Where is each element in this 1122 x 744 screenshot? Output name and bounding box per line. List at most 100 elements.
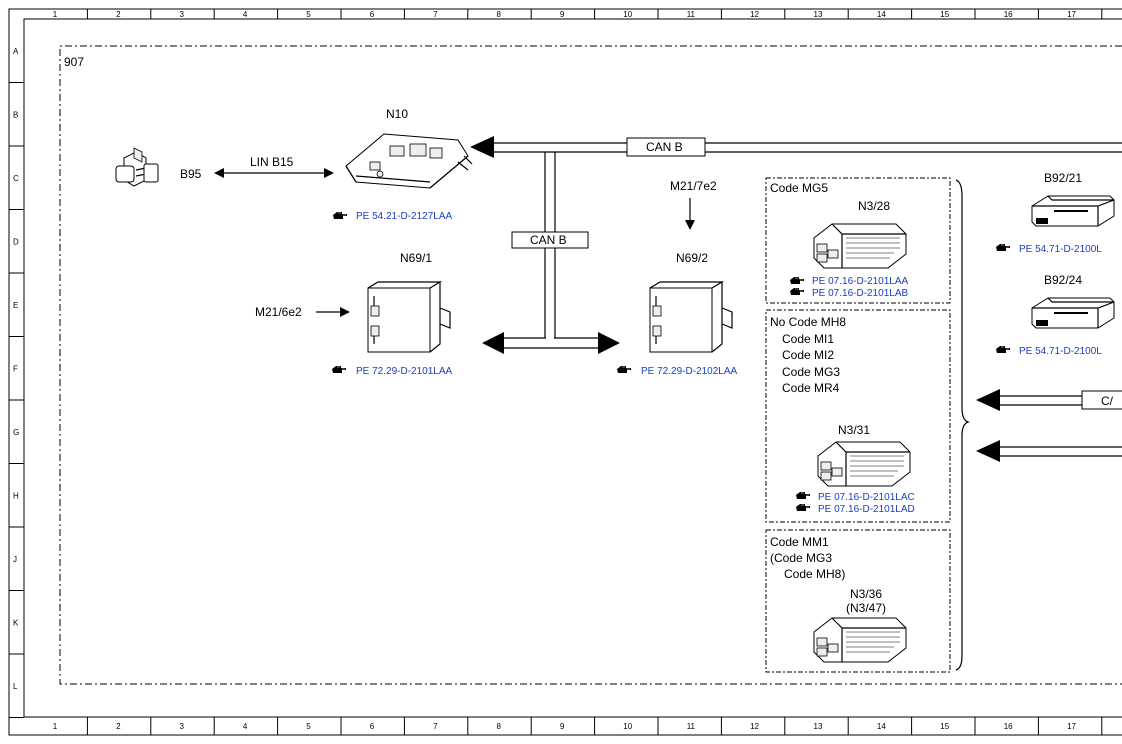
n69-2-ref-icon bbox=[616, 365, 632, 374]
code-mm1-title: Code MM1 bbox=[770, 535, 829, 549]
column-tick-top: 16 bbox=[1004, 10, 1013, 19]
column-tick-bottom: 14 bbox=[877, 722, 886, 731]
row-tick: J bbox=[13, 555, 17, 564]
row-tick: A bbox=[13, 47, 19, 56]
column-tick-bottom: 7 bbox=[433, 722, 438, 731]
n3-31-ref-a-icon bbox=[795, 491, 811, 500]
n3-28-ref-b-icon bbox=[789, 287, 805, 296]
column-tick-top: 8 bbox=[497, 10, 502, 19]
b92-24-ref[interactable]: PE 54.71-D-2100L bbox=[1019, 346, 1102, 357]
column-tick-bottom: 5 bbox=[306, 722, 311, 731]
n3-28-ref-a-icon bbox=[789, 276, 805, 285]
row-tick: F bbox=[13, 364, 18, 373]
b92-24-label: B92/24 bbox=[1044, 273, 1082, 287]
column-tick-top: 3 bbox=[180, 10, 185, 19]
column-tick-top: 6 bbox=[370, 10, 375, 19]
n3-31-label: N3/31 bbox=[838, 423, 870, 437]
column-tick-top: 1 bbox=[53, 10, 58, 19]
b92-24-ref-icon bbox=[995, 345, 1011, 354]
column-tick-top: 2 bbox=[116, 10, 121, 19]
lin-b15-label: LIN B15 bbox=[250, 155, 294, 169]
column-tick-bottom: 17 bbox=[1067, 722, 1076, 731]
n69-1-ref-icon bbox=[331, 365, 347, 374]
row-ruler: A B C D E F G H J K L bbox=[9, 47, 24, 718]
b92-21-sensor-icon bbox=[1031, 195, 1115, 227]
column-tick-top: 14 bbox=[877, 10, 886, 19]
row-tick: K bbox=[13, 618, 19, 627]
n3-28-label: N3/28 bbox=[858, 199, 890, 213]
b95-label: B95 bbox=[180, 167, 202, 181]
row-tick: L bbox=[13, 682, 18, 691]
column-tick-top: 13 bbox=[814, 10, 823, 19]
n10-ref-icon bbox=[332, 211, 348, 220]
column-tick-top: 12 bbox=[750, 10, 759, 19]
n10-label: N10 bbox=[386, 107, 408, 121]
column-tick-top: 5 bbox=[306, 10, 311, 19]
n3-31-ref-b-icon bbox=[795, 503, 811, 512]
column-tick-bottom: 16 bbox=[1004, 722, 1013, 731]
column-tick-bottom: 15 bbox=[940, 722, 949, 731]
column-tick-bottom: 9 bbox=[560, 722, 565, 731]
n3-31-ref-b[interactable]: PE 07.16-D-2101LAD bbox=[818, 504, 915, 515]
column-tick-bottom: 10 bbox=[623, 722, 632, 731]
b95-connector-icon bbox=[115, 147, 159, 187]
code-mi2: Code MI2 bbox=[782, 348, 834, 362]
column-tick-bottom: 3 bbox=[180, 722, 185, 731]
column-tick-top: 10 bbox=[623, 10, 632, 19]
column-tick-top: 4 bbox=[243, 10, 248, 19]
n69-1-ref[interactable]: PE 72.29-D-2101LAA bbox=[356, 366, 453, 377]
column-tick-top: 15 bbox=[940, 10, 949, 19]
n3-36-ecu-icon bbox=[813, 617, 907, 663]
n69-2-label: N69/2 bbox=[676, 251, 708, 265]
row-tick: D bbox=[13, 237, 19, 246]
n3-31-ecu-icon bbox=[817, 441, 911, 487]
m21-7e2-label: M21/7e2 bbox=[670, 179, 717, 193]
n10-ref[interactable]: PE 54.21-D-2127LAA bbox=[356, 211, 453, 222]
column-tick-bottom: 4 bbox=[243, 722, 248, 731]
code-mr4: Code MR4 bbox=[782, 381, 840, 395]
column-tick-top: 7 bbox=[433, 10, 438, 19]
column-tick-bottom: 2 bbox=[116, 722, 121, 731]
column-tick-bottom: 8 bbox=[497, 722, 502, 731]
column-tick-bottom: 13 bbox=[814, 722, 823, 731]
n69-1-module-icon bbox=[367, 281, 451, 353]
code-mg5-title: Code MG5 bbox=[770, 181, 828, 195]
n10-unit-icon bbox=[345, 133, 473, 189]
can-b-mid-label: CAN B bbox=[530, 233, 567, 247]
row-tick: B bbox=[13, 110, 18, 119]
column-ruler: 1122334455667788991010111112121313141415… bbox=[53, 9, 1103, 735]
can-b-top-label: CAN B bbox=[646, 140, 683, 154]
n69-2-module-icon bbox=[649, 281, 733, 353]
n3-28-ref-a[interactable]: PE 07.16-D-2101LAA bbox=[812, 276, 909, 287]
n3-47-label: (N3/47) bbox=[846, 601, 886, 615]
code-mm1-sub1: (Code MG3 bbox=[770, 551, 832, 565]
code-mh8-title: No Code MH8 bbox=[770, 315, 846, 329]
row-tick: H bbox=[13, 491, 19, 500]
b92-21-ref-icon bbox=[995, 243, 1011, 252]
n69-2-ref[interactable]: PE 72.29-D-2102LAA bbox=[641, 366, 738, 377]
column-tick-bottom: 1 bbox=[53, 722, 58, 731]
column-tick-top: 17 bbox=[1067, 10, 1076, 19]
column-tick-bottom: 11 bbox=[687, 722, 696, 731]
n3-28-ref-b[interactable]: PE 07.16-D-2101LAB bbox=[812, 288, 909, 299]
row-tick: G bbox=[13, 428, 19, 437]
code-mg3: Code MG3 bbox=[782, 365, 840, 379]
n69-1-label: N69/1 bbox=[400, 251, 432, 265]
column-tick-top: 9 bbox=[560, 10, 565, 19]
code-mm1-sub2: Code MH8) bbox=[784, 567, 845, 581]
m21-6e2-label: M21/6e2 bbox=[255, 305, 302, 319]
row-tick: C bbox=[13, 174, 19, 183]
column-tick-bottom: 12 bbox=[750, 722, 759, 731]
column-tick-top: 11 bbox=[687, 10, 696, 19]
column-tick-bottom: 6 bbox=[370, 722, 375, 731]
can-right-label: C/ bbox=[1101, 394, 1114, 408]
code-mi1: Code MI1 bbox=[782, 332, 834, 346]
n3-36-label: N3/36 bbox=[850, 587, 882, 601]
n3-31-ref-a[interactable]: PE 07.16-D-2101LAC bbox=[818, 492, 915, 503]
b92-21-label: B92/21 bbox=[1044, 171, 1082, 185]
area-label: 907 bbox=[64, 55, 84, 69]
b92-21-ref[interactable]: PE 54.71-D-2100L bbox=[1019, 244, 1102, 255]
row-tick: E bbox=[13, 301, 18, 310]
n3-28-ecu-icon bbox=[813, 223, 907, 269]
